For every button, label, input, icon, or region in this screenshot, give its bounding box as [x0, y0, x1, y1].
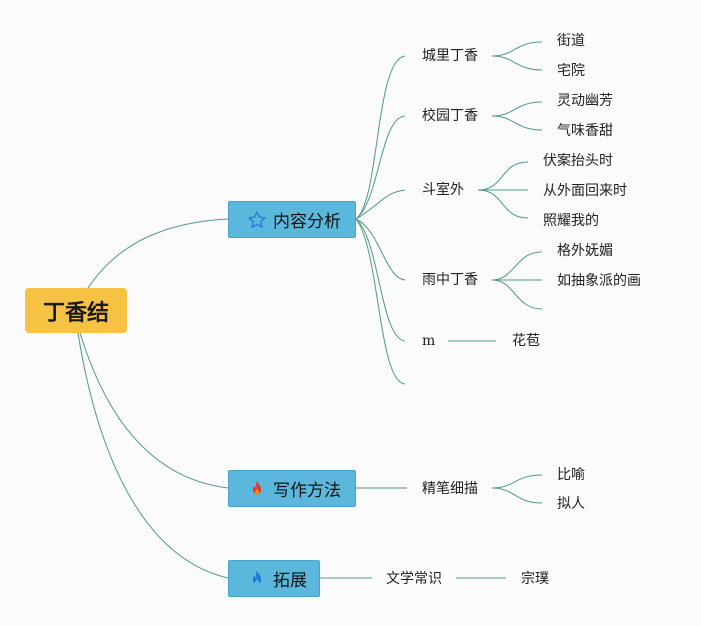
- link-cityli-leaf2: [491, 55, 543, 71]
- subtopic-rain-lilac[interactable]: 雨中丁香: [422, 272, 478, 288]
- link-content-study: [355, 189, 406, 220]
- leaf-shine-on-me[interactable]: 照耀我的: [543, 213, 599, 229]
- link-content-m: [355, 218, 406, 342]
- branch-label: 内容分析: [273, 212, 341, 232]
- fire-icon: [247, 569, 267, 589]
- star-icon: [247, 210, 267, 230]
- subtopic-city-lilac[interactable]: 城里丁香: [422, 48, 478, 64]
- leaf-courtyard[interactable]: 宅院: [557, 63, 585, 79]
- leaf-sweet-scent[interactable]: 气味香甜: [557, 123, 613, 139]
- link-content-empty: [355, 218, 406, 385]
- link-root-content: [87, 218, 229, 289]
- link-writing-leaf1: [491, 474, 543, 489]
- link-writing-leaf2: [491, 487, 543, 504]
- root-label: 丁香结: [42, 300, 109, 326]
- link-content-rain: [355, 218, 406, 281]
- branch-label: 写作方法: [273, 481, 341, 501]
- link-rain-leaf3: [491, 279, 543, 310]
- subtopic-campus-lilac[interactable]: 校园丁香: [422, 108, 478, 124]
- link-root-extend: [77, 332, 229, 579]
- link-campus-leaf1: [491, 101, 543, 117]
- leaf-personification[interactable]: 拟人: [557, 496, 585, 512]
- link-rain-leaf1: [491, 251, 543, 281]
- branch-extension[interactable]: 拓展: [228, 560, 320, 597]
- link-cityli-leaf1: [491, 41, 543, 57]
- leaf-lively-fragrance[interactable]: 灵动幽芳: [557, 93, 613, 109]
- leaf-street[interactable]: 街道: [557, 33, 585, 49]
- subtopic-literary-knowledge[interactable]: 文学常识: [386, 571, 442, 587]
- root-node[interactable]: 丁香结: [25, 288, 127, 333]
- leaf-abstract-painting[interactable]: 如抽象派的画: [557, 273, 641, 289]
- link-content-campus: [355, 115, 406, 220]
- subtopic-fine-description[interactable]: 精笔细描: [422, 481, 478, 497]
- branch-content-analysis[interactable]: 内容分析: [228, 201, 356, 238]
- branch-writing-method[interactable]: 写作方法: [228, 470, 356, 507]
- leaf-extra-charming[interactable]: 格外妩媚: [557, 243, 613, 259]
- subtopic-outside-study[interactable]: 斗室外: [422, 182, 464, 198]
- subtopic-m[interactable]: m: [422, 333, 436, 349]
- link-root-writing: [79, 332, 229, 489]
- link-content-cityli: [355, 55, 406, 220]
- branch-label: 拓展: [273, 571, 307, 591]
- leaf-metaphor[interactable]: 比喻: [557, 467, 585, 483]
- leaf-come-back[interactable]: 从外面回来时: [543, 183, 627, 199]
- link-campus-leaf2: [491, 115, 543, 131]
- link-study-leaf1: [477, 161, 529, 191]
- fire-icon: [247, 479, 267, 499]
- leaf-flower-bud[interactable]: 花苞: [512, 333, 540, 349]
- leaf-look-up[interactable]: 伏案抬头时: [543, 153, 613, 169]
- leaf-zong-pu[interactable]: 宗璞: [521, 571, 549, 587]
- link-study-leaf3: [477, 189, 529, 219]
